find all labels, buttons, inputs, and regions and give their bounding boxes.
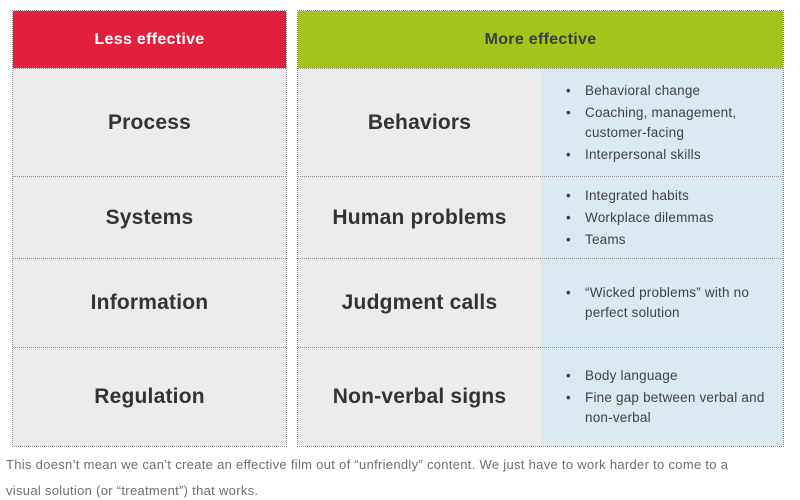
- bullets-cell: Behavioral change Coaching, management, …: [541, 69, 783, 176]
- table-row: Regulation: [13, 347, 286, 446]
- bullet-item: Behavioral change: [563, 81, 769, 101]
- tables-container: Less effective Process Systems Informati…: [12, 10, 784, 447]
- bullet-list: Integrated habits Workplace dilemmas Tea…: [563, 184, 714, 252]
- less-effective-header: Less effective: [13, 11, 286, 68]
- bullets-cell: Integrated habits Workplace dilemmas Tea…: [541, 177, 783, 258]
- table-row: Information: [13, 258, 286, 347]
- bullets-cell: Body language Fine gap between verbal an…: [541, 348, 783, 446]
- row-cell: Systems: [13, 177, 286, 258]
- row-label: Process: [107, 110, 192, 134]
- table-row: Behaviors Behavioral change Coaching, ma…: [298, 68, 783, 176]
- bullet-item: Teams: [563, 230, 714, 250]
- table-row: Non-verbal signs Body language Fine gap …: [298, 347, 783, 446]
- bullet-item: Integrated habits: [563, 186, 714, 206]
- table-row: Judgment calls “Wicked problems” with no…: [298, 258, 783, 347]
- bullet-item: Body language: [563, 366, 769, 386]
- row-label: Systems: [105, 205, 194, 229]
- row-label: Behaviors: [367, 110, 472, 134]
- bullet-list: Body language Fine gap between verbal an…: [563, 364, 769, 430]
- row-label: Information: [90, 291, 209, 314]
- row-label: Judgment calls: [341, 291, 498, 314]
- bullet-list: Behavioral change Coaching, management, …: [563, 79, 769, 167]
- row-cell: Process: [13, 69, 286, 176]
- bullet-item: Fine gap between verbal and non-verbal: [563, 388, 769, 428]
- more-effective-table: More effective Behaviors Behavioral chan…: [297, 10, 784, 447]
- row-cell: Information: [13, 259, 286, 347]
- bullets-cell: “Wicked problems” with no perfect soluti…: [541, 259, 783, 347]
- bullet-list: “Wicked problems” with no perfect soluti…: [563, 281, 769, 325]
- row-label: Non-verbal signs: [332, 385, 507, 408]
- caption-text: This doesn’t mean we can’t create an eff…: [6, 457, 729, 498]
- row-cell: Judgment calls: [298, 259, 541, 347]
- row-cell: Non-verbal signs: [298, 348, 541, 446]
- row-cell: Behaviors: [298, 69, 541, 176]
- row-label: Human problems: [332, 205, 507, 229]
- bullet-item: Workplace dilemmas: [563, 208, 714, 228]
- bullet-item: Interpersonal skills: [563, 145, 769, 165]
- less-effective-table: Less effective Process Systems Informati…: [12, 10, 287, 447]
- table-row: Systems: [13, 176, 286, 258]
- table-row: Process: [13, 68, 286, 176]
- more-effective-header: More effective: [298, 11, 783, 68]
- row-cell: Human problems: [298, 177, 541, 258]
- table-row: Human problems Integrated habits Workpla…: [298, 176, 783, 258]
- bullet-item: “Wicked problems” with no perfect soluti…: [563, 283, 769, 323]
- row-label: Regulation: [94, 385, 205, 408]
- row-cell: Regulation: [13, 348, 286, 446]
- bullet-item: Coaching, management, customer-facing: [563, 103, 769, 143]
